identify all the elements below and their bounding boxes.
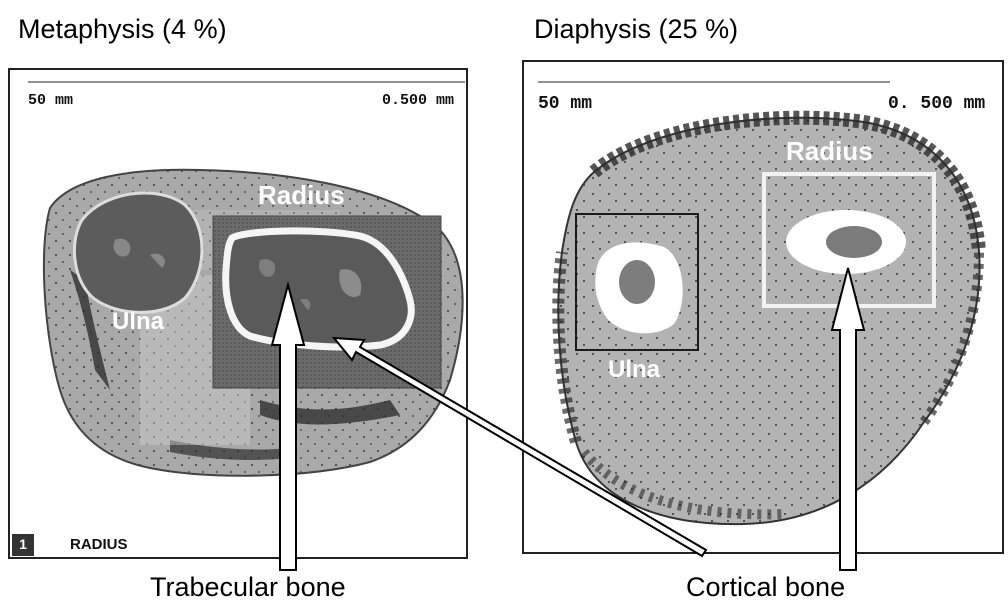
metaphysis-scale-right: 0.500 mm — [382, 92, 454, 109]
cortical-bone-label: Cortical bone — [686, 572, 845, 603]
metaphysis-title: Metaphysis (4 %) — [18, 14, 227, 45]
diaphysis-radius-label: Radius — [786, 136, 873, 167]
metaphysis-radius-label: Radius — [258, 180, 345, 211]
slice-label: RADIUS — [70, 536, 128, 553]
diaphysis-title: Diaphysis (25 %) — [534, 14, 738, 45]
diaphysis-ulna-label: Ulna — [608, 356, 660, 384]
slice-number: 1 — [14, 536, 32, 552]
diaphysis-scan — [524, 62, 1004, 554]
diaphysis-scale-left: 50 mm — [538, 94, 592, 114]
diaphysis-panel: 50 mm 0. 500 mm Radius Ulna — [522, 60, 1004, 554]
diaphysis-scale-right: 0. 500 mm — [888, 94, 985, 114]
metaphysis-scan — [10, 70, 468, 559]
metaphysis-scale-left: 50 mm — [28, 92, 73, 109]
metaphysis-ulna-label: Ulna — [112, 308, 164, 336]
metaphysis-panel: 50 mm 0.500 mm Radius Ulna 1 RADIUS — [8, 68, 468, 559]
trabecular-bone-label: Trabecular bone — [150, 572, 346, 603]
